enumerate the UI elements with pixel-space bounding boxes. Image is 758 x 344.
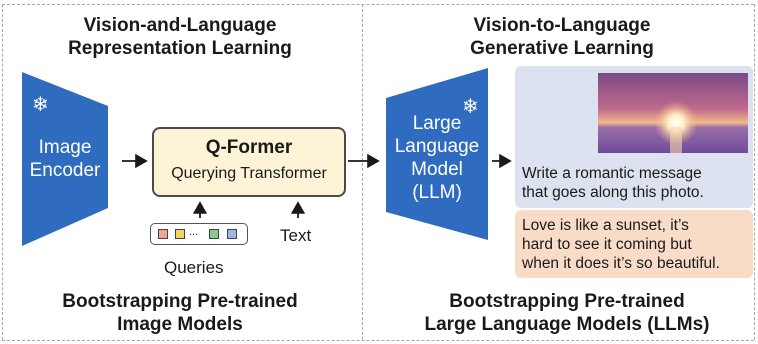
left-footer: Bootstrapping Pre-trained Image Models (30, 290, 330, 336)
snowflake-icon: ❄ (32, 94, 49, 116)
qformer-subtitle: Querying Transformer (171, 165, 327, 182)
response-line3: when it does it’s so beautiful. (522, 255, 720, 272)
right-heading: Vision-to-Language Generative Learning (412, 14, 712, 60)
qformer-box: Q-Former Querying Transformer (152, 127, 346, 197)
panel-divider (362, 4, 363, 340)
right-heading-line2: Generative Learning (470, 38, 654, 59)
image-encoder-shape (22, 72, 108, 246)
left-heading-line1: Vision-and-Language (83, 15, 277, 36)
frame-top-border (2, 4, 754, 5)
left-heading-line2: Representation Learning (68, 38, 292, 59)
queries-label: Queries (164, 258, 224, 277)
left-footer-line1: Bootstrapping Pre-trained (62, 291, 298, 312)
right-footer-line2: Large Language Models (LLMs) (424, 314, 710, 335)
sunset-image (598, 73, 748, 153)
query-token (158, 229, 168, 239)
snowflake-icon: ❄ (462, 96, 479, 118)
frame-bottom-border (2, 340, 754, 341)
query-ellipsis: ... (189, 226, 199, 238)
left-heading: Vision-and-Language Representation Learn… (30, 14, 330, 60)
right-footer: Bootstrapping Pre-trained Large Language… (380, 290, 754, 336)
response-line2: hard to see it coming but (522, 236, 692, 253)
prompt-line2: that goes along this photo. (522, 184, 704, 201)
prompt-line1: Write a romantic message (522, 165, 702, 182)
query-token (175, 229, 185, 239)
llm-line4: (LLM) (412, 182, 462, 203)
sunset-photo (598, 73, 748, 153)
llm-shape (386, 68, 488, 240)
query-tokens: ... (150, 223, 248, 245)
llm-line1: Large (412, 113, 462, 134)
response-text: Love is like a sunset, it’s hard to see … (522, 216, 720, 273)
qformer-title: Q-Former (205, 137, 293, 158)
left-footer-line2: Image Models (117, 314, 243, 335)
text-label: Text (280, 226, 312, 245)
frame-right-border (754, 4, 755, 340)
right-footer-line1: Bootstrapping Pre-trained (449, 291, 685, 312)
prompt-text: Write a romantic message that goes along… (522, 164, 704, 202)
image-encoder-line1: Image (38, 137, 92, 158)
llm-line3: Model (411, 159, 463, 180)
response-panel (515, 210, 753, 278)
llm-label: Large Language Model (LLM) (386, 112, 488, 204)
query-token (227, 229, 237, 239)
response-line1: Love is like a sunset, it’s (522, 217, 689, 234)
image-encoder-label: Image Encoder (22, 136, 108, 182)
query-token (209, 229, 219, 239)
llm-line2: Language (394, 136, 480, 157)
image-encoder-line2: Encoder (29, 160, 101, 181)
frame-left-border (2, 4, 3, 340)
right-heading-line1: Vision-to-Language (473, 15, 651, 36)
